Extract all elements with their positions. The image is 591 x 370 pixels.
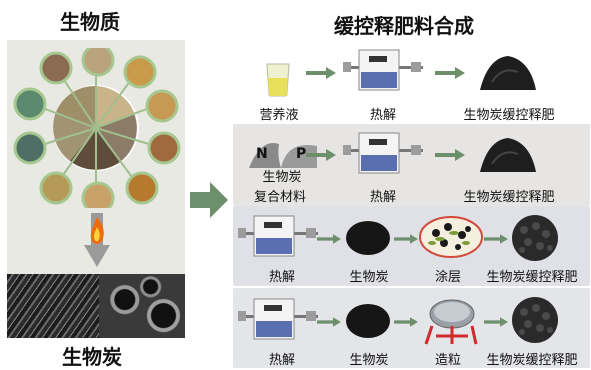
nutrient-beaker-icon [266, 63, 290, 97]
biomass-grass-circle [39, 171, 73, 205]
np-letter-p: P [296, 146, 307, 162]
row4-label-2: 生物炭 [349, 353, 389, 368]
biochar-title: 生物炭 [62, 345, 122, 369]
fertilizer-granules-icon [512, 297, 558, 343]
biochar-micrograph-2 [99, 274, 185, 338]
granulator-icon [424, 299, 478, 345]
tube-furnace-icon [238, 298, 318, 340]
fertilizer-granules-icon [512, 215, 558, 261]
row2-label-2: 复合材料 [253, 190, 306, 205]
biomass-collage [13, 48, 181, 208]
np-composite-icon [249, 143, 317, 168]
biomass-cactus-circle [13, 87, 47, 121]
tube-furnace-icon [343, 132, 423, 174]
flame-icon [84, 213, 110, 267]
arrow-icon [394, 234, 418, 244]
row3-label-1: 热解 [268, 270, 295, 285]
arrow-icon [484, 234, 508, 244]
row3-label-3: 涂层 [434, 270, 461, 285]
row2-label-4: 生物炭缓控释肥 [463, 190, 555, 205]
fertilizer-powder-icon [480, 56, 536, 90]
biomass-hay-circle [125, 171, 159, 205]
process-arrow-icon [190, 182, 228, 218]
biomass-nuts-circle [147, 131, 181, 165]
biomass-grain-circle [145, 89, 179, 123]
biomass-straw-circle [81, 48, 115, 77]
row3-label-2: 生物炭 [349, 270, 389, 285]
biomass-leaves-circle [123, 55, 157, 89]
arrow-icon [317, 234, 341, 244]
arrow-icon [394, 317, 418, 327]
arrow-icon [317, 317, 341, 327]
row1-label-1: 营养液 [259, 108, 299, 123]
row2-label-1: 生物炭 [262, 170, 302, 185]
row1-label-2: 热解 [369, 108, 396, 123]
biomass-agave-circle [13, 131, 47, 165]
row4-label-4: 生物炭缓控释肥 [486, 353, 578, 368]
tube-furnace-icon [238, 215, 318, 257]
arrow-icon [435, 149, 465, 161]
biomass-pellet-circle [81, 181, 115, 208]
biomass-wood-circle [39, 51, 73, 85]
arrow-icon [306, 149, 336, 161]
row1-label-3: 生物炭缓控释肥 [463, 108, 555, 123]
biomass-title: 生物质 [60, 10, 120, 34]
fertilizer-powder-icon [480, 138, 536, 172]
row4-label-3: 造粒 [434, 353, 461, 368]
biochar-micrograph-1 [7, 274, 99, 338]
np-letter-n: N [256, 146, 268, 162]
coating-dish-icon [419, 216, 483, 258]
biochar-pile-icon [346, 221, 390, 255]
arrow-icon [306, 67, 336, 79]
arrow-icon [435, 67, 465, 79]
synthesis-title: 缓控释肥料合成 [334, 14, 474, 38]
arrow-icon [484, 317, 508, 327]
biochar-pile-icon [346, 304, 390, 338]
row2-label-3: 热解 [369, 190, 396, 205]
row3-label-4: 生物炭缓控释肥 [486, 270, 578, 285]
tube-furnace-icon [343, 49, 423, 91]
row4-label-1: 热解 [268, 353, 295, 368]
